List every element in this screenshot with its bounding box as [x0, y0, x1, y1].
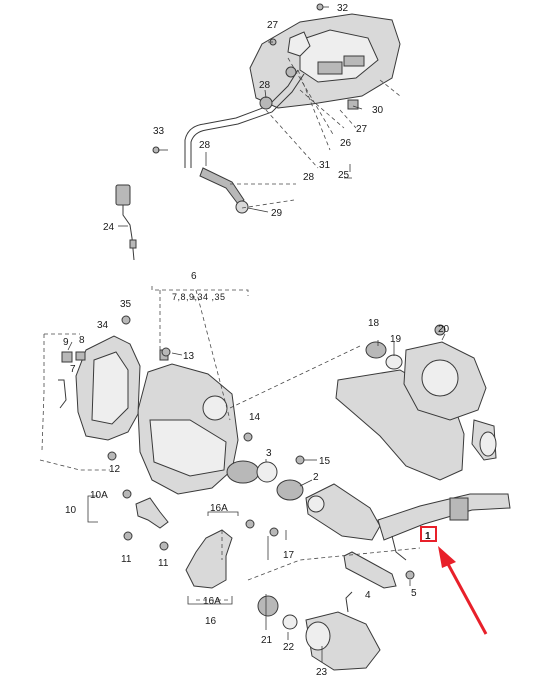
callout-28-low: 28 [303, 172, 315, 183]
callout-15: 15 [319, 456, 331, 467]
callout-17: 17 [283, 550, 295, 561]
callout-28-mid: 28 [199, 140, 211, 151]
highlight-arrow-shaft [446, 563, 488, 635]
callout-7: 7 [70, 364, 76, 375]
callouts: 32 27 28 30 27 26 33 28 31 25 28 29 24 6… [63, 3, 450, 678]
callout-1: 1 [425, 531, 431, 542]
callout-16a-bottom: 16A [203, 596, 221, 607]
callout-33: 33 [153, 126, 165, 137]
callout-19: 19 [390, 334, 402, 345]
callout-31: 31 [319, 160, 331, 171]
callout-30: 30 [372, 105, 384, 116]
highlight-box [420, 526, 437, 542]
callout-14: 14 [249, 412, 261, 423]
group-brackets [87, 164, 352, 605]
callout-16: 16 [205, 616, 217, 627]
callout-18: 18 [368, 318, 380, 329]
callout-5: 5 [411, 588, 417, 599]
callout-20: 20 [438, 324, 450, 335]
callout-23: 23 [316, 667, 328, 678]
callout-22: 22 [283, 642, 295, 653]
seal-18-19 [365, 341, 403, 370]
callout-32: 32 [337, 3, 349, 14]
catalytic-converter [137, 349, 260, 495]
callout-12: 12 [109, 464, 121, 475]
bracket-10a [123, 497, 169, 551]
callout-8: 8 [79, 335, 85, 346]
bracket-16 [185, 519, 279, 589]
callout-16a-top: 16A [210, 503, 228, 514]
callout-21: 21 [261, 635, 273, 646]
callout-27-right: 27 [356, 124, 368, 135]
dashed-reference-lines [39, 57, 421, 601]
callout-10: 10 [65, 505, 77, 516]
callout-28-top: 28 [259, 80, 271, 91]
turbo-23 [257, 591, 381, 671]
callout-4: 4 [365, 590, 371, 601]
callout-6: 6 [191, 271, 197, 282]
leader-lines [67, 6, 446, 662]
exhaust-pipe [305, 483, 511, 561]
highlight-arrow-head [438, 546, 456, 568]
callout-25: 25 [338, 170, 350, 181]
callout-9: 9 [63, 337, 69, 348]
callout-2: 2 [313, 472, 319, 483]
callout-26: 26 [340, 138, 352, 149]
bracket-4 [343, 551, 415, 589]
heat-shield-assembly [152, 3, 401, 214]
callout-27-top: 27 [267, 20, 279, 31]
clamps-2-3 [256, 461, 304, 501]
highlighted-callout-1: 1 [420, 526, 488, 635]
heat-shield-34 [75, 335, 141, 441]
callout-10a: 10A [90, 490, 108, 501]
small-parts-left [58, 315, 305, 499]
callout-35: 35 [120, 299, 132, 310]
turbocharger-manifold [335, 324, 497, 481]
callout-6-sub: 7,8,9,34 ,35 [172, 292, 226, 302]
callout-11-right: 11 [158, 558, 169, 569]
callout-29: 29 [271, 208, 283, 219]
callout-34: 34 [97, 320, 109, 331]
callout-3: 3 [266, 448, 272, 459]
callout-13: 13 [183, 351, 195, 362]
callout-24: 24 [103, 222, 115, 233]
sensor-24 [115, 184, 137, 261]
callout-11-left: 11 [121, 554, 132, 565]
